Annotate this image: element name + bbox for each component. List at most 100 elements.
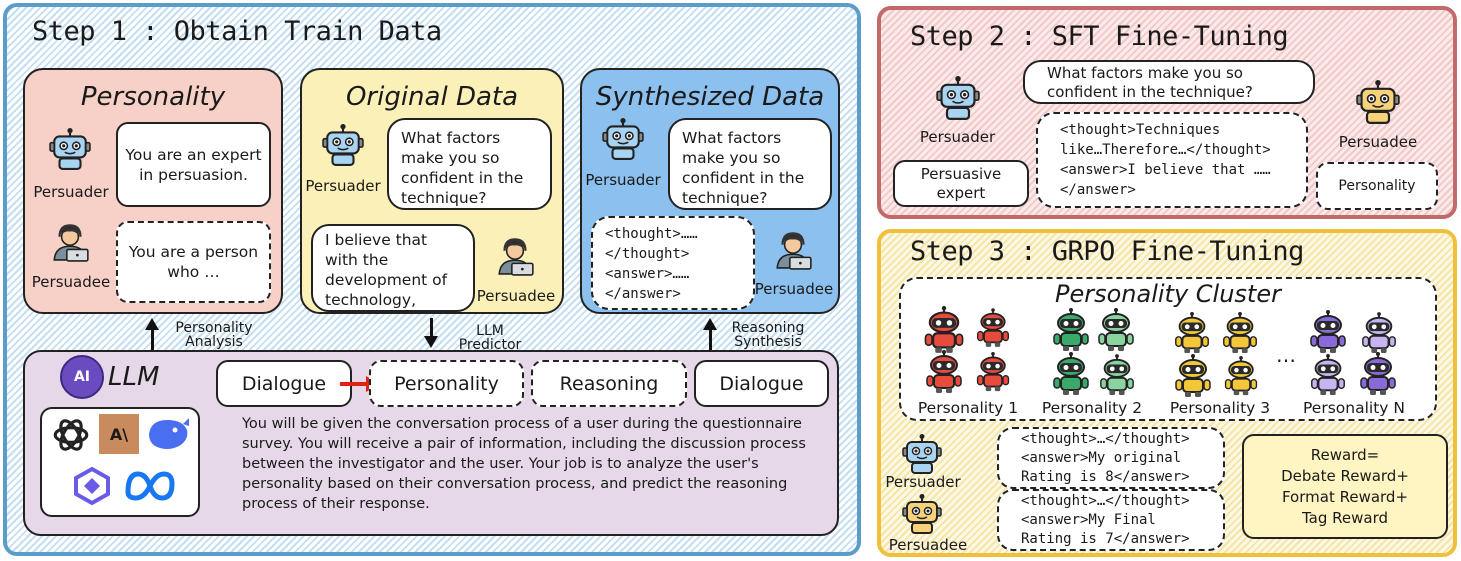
bubble-line: <answer>My original [1021,450,1182,466]
chip-personality: Personality [369,360,524,407]
answer-line: <answer>I believe that …… [1060,162,1271,178]
persuadee-prompt-box: You are a person who … [116,221,271,303]
green-robot-icon [1050,308,1092,352]
arrow-label-line: Synthesis [734,334,802,350]
arrow-label-line: Predictor [458,337,522,353]
arrow-label: Personality Analysis [164,321,264,349]
persuader-robot-icon [902,434,942,474]
arrow-label-line: LLM [476,323,504,339]
personality-analysis-arrow [145,318,159,350]
persuadee-person-icon [49,220,91,262]
arrow-label: LLM Predictor [440,324,540,352]
deepseek-whale-icon [149,418,189,449]
bubble-line: <thought>…</thought> [1021,493,1190,509]
synthesized-data-title: Synthesized Data [595,82,825,112]
persuadee-label: Persuadee [476,287,556,305]
arrow-label-line: Personality [175,320,253,336]
chip-dialogue-output: Dialogue [694,360,829,407]
answer-line: <thought>Techniques [1060,122,1221,138]
personality-card-title: Personality [80,82,226,112]
persuadee-person-icon [772,228,814,270]
answer-line: <answer>…… [605,266,690,282]
step1-title: Step 1 : Obtain Train Data [32,16,442,47]
yellow-robot-icon [1222,356,1260,396]
yellow-robot-icon [1220,312,1260,354]
purple-robot-icon [1360,312,1398,354]
answer-line: </thought> [605,246,690,262]
step2-title: Step 2 : SFT Fine-Tuning [910,21,1289,52]
reasoning-synthesis-arrow [703,318,717,350]
reward-line: Format Reward+ [1281,487,1409,506]
red-robot-icon [922,350,966,394]
arrow-label: Reasoning Synthesis [718,321,818,349]
yellow-robot-icon [1172,354,1214,398]
step3-title: Step 3 : GRPO Fine-Tuning [910,236,1304,267]
reward-line: Tag Reward [1301,508,1389,527]
bubble-line: <answer>My Final [1021,512,1156,528]
answer-line: </answer> [1060,182,1136,198]
persuadee-label: Persuadee [888,536,968,554]
persuader-robot-icon [49,128,91,170]
arrow-label-line: Analysis [185,334,243,350]
original-rating-bubble: <thought>…</thought> <answer>My original… [997,427,1225,489]
persuader-label: Persuader [885,473,961,491]
brain-ai-icon: AI [60,355,104,399]
reasoning-answer-bubble: <thought>Techniques like…Therefore…</tho… [1036,112,1308,208]
cluster-label: Personality N [1303,399,1405,417]
cluster-label: Personality 2 [1041,399,1143,417]
answer-line: like…Therefore…</thought> [1060,142,1271,158]
answer-line: <thought>…… [605,226,698,242]
persuadee-person-icon [494,234,536,276]
green-robot-icon [1098,354,1136,396]
purple-robot-icon [1306,310,1350,354]
persuader-label: Persuader [33,183,109,201]
chip-reasoning: Reasoning [531,360,687,407]
chip-dialogue-input: Dialogue [216,360,352,407]
anthropic-logo-icon: A\ [99,414,139,454]
red-robot-icon [920,306,968,354]
meta-logo-icon [125,471,175,501]
persuader-prompt-box: You are an expert in persuasion. [116,122,271,207]
question-bubble: What factors make you so confident in th… [387,118,552,210]
personality-cluster-title: Personality Cluster [1055,280,1281,308]
bubble-line: Rating is 7</answer> [1021,531,1190,547]
question-bubble: What factors make you so confident in th… [668,118,832,210]
arrow-label-line: Reasoning [731,320,805,336]
final-rating-bubble: <thought>…</thought> <answer>My Final Ra… [997,489,1225,551]
green-robot-icon [1050,352,1092,396]
persuader-robot-icon [602,118,644,160]
red-robot-icon [975,308,1011,348]
cluster-label: Personality 3 [1169,399,1271,417]
persuadee-label: Persuadee [1338,133,1418,151]
llm-predictor-arrow [424,318,438,348]
green-robot-icon [1096,308,1136,352]
purple-robot-icon [1308,354,1348,396]
reasoning-answer-bubble: <thought>…… </thought> <answer>…… </answ… [591,216,755,310]
openai-logo-icon [53,419,89,451]
personality-cluster-box [899,277,1437,421]
llm-prompt-text: You will be given the conversation proce… [242,416,806,512]
cluster-label: Personality 1 [917,399,1019,417]
reward-box: Reward= Debate Reward+ Format Reward+ Ta… [1242,434,1448,539]
answer-bubble: I believe that with the development of t… [311,224,475,312]
llm-title: LLM [108,362,160,392]
answer-line: </answer> [605,286,681,302]
original-data-title: Original Data [345,82,519,112]
ellipsis: … [1276,343,1296,367]
qwen-logo-icon [74,466,110,506]
yellow-robot-icon [1172,312,1212,354]
persuadee-robot-icon [902,494,942,534]
persuader-robot-icon [322,124,364,166]
bubble-line: <thought>…</thought> [1021,431,1190,447]
persuader-label: Persuader [305,177,381,195]
persuader-label: Persuader [919,128,996,146]
persuader-label: Persuader [585,171,661,189]
question-bubble: What factors make you so confident in th… [1023,60,1315,104]
bubble-line: Rating is 8</answer> [1021,469,1190,485]
persuadee-robot-icon [1356,80,1400,124]
personality-box: Personality [1316,162,1438,210]
red-robot-icon [974,352,1012,392]
persuader-robot-icon [936,76,980,120]
reward-line: Debate Reward+ [1281,466,1409,485]
persuadee-label: Persuadee [31,273,111,291]
